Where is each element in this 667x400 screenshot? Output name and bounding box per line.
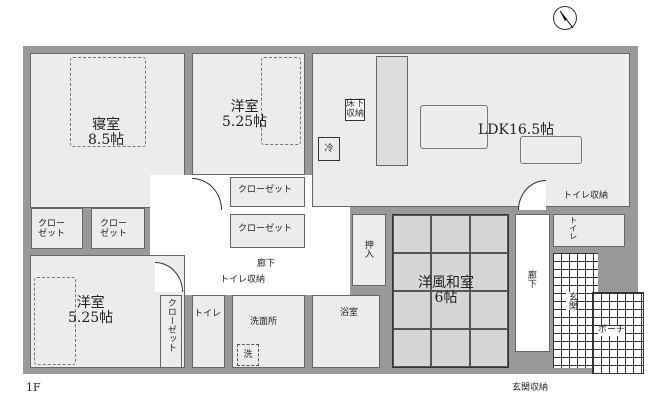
hallway-label: 廊下 [257, 259, 276, 269]
ldk-room [312, 53, 630, 207]
kitchen-counter [376, 56, 408, 166]
oshiire [352, 214, 386, 286]
closet-label: クローゼット [165, 298, 176, 352]
bed [34, 277, 76, 365]
bathroom-label: 浴室 [340, 308, 359, 318]
closet-label: クローゼット [238, 185, 293, 195]
toilet-right-label: トイレ [568, 216, 578, 240]
floor-label: 1F [26, 381, 41, 394]
sofa [520, 136, 582, 164]
closet-small-2 [91, 208, 145, 249]
washer-label: 洗 [237, 344, 259, 366]
entrance [553, 253, 598, 368]
washroom [232, 295, 305, 368]
washroom-label: 洗面所 [250, 317, 278, 327]
closet-mid-2 [230, 214, 305, 248]
hallway-right [515, 214, 550, 352]
fridge-label: 冷 [318, 137, 340, 161]
dining-table [420, 105, 488, 149]
entrance-storage-label: 玄関収納 [512, 383, 549, 393]
toilet-storage-right-label: トイレ収納 [563, 191, 609, 201]
hallway-right-label: 廊下 [525, 270, 536, 288]
bathroom [312, 295, 380, 368]
toilet-storage-label: トイレ収納 [220, 275, 266, 285]
oshiire-label: 押入 [362, 240, 373, 258]
toilet-right [553, 214, 625, 247]
closet-label: クロー ゼット [38, 219, 66, 239]
porch-label: ポーチ [598, 325, 626, 336]
closet-label: クローゼット [238, 224, 293, 234]
closet-vertical [160, 295, 182, 368]
tatami-room [392, 214, 509, 368]
toilet-left [192, 295, 225, 368]
compass-icon [553, 6, 577, 30]
bed [261, 57, 301, 145]
closet-small-1 [31, 208, 83, 249]
underfloor-storage-label: 床下 収納 [345, 99, 366, 121]
bed [70, 57, 146, 147]
western-room-top [192, 53, 305, 175]
closet-mid-1 [230, 177, 305, 207]
closet-label: クロー ゼット [100, 219, 128, 239]
entrance-label: 玄関 [566, 292, 577, 310]
ldk-label: LDK16.5帖 [478, 122, 555, 138]
toilet-label: トイレ [194, 309, 222, 319]
